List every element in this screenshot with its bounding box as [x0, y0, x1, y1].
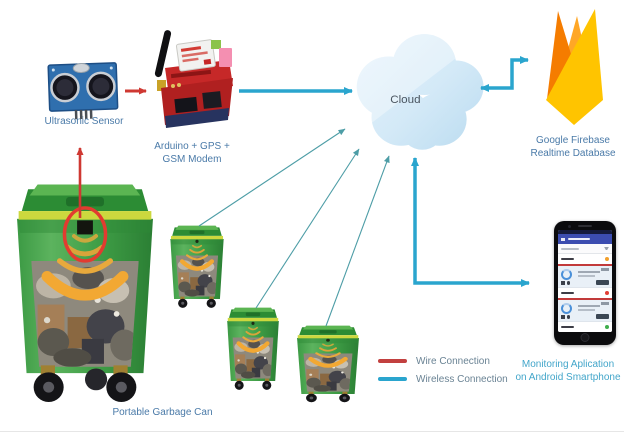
wire-connection-swatch: [378, 359, 407, 363]
garbage-can-small-graphic: [227, 307, 279, 390]
status-dot-red: [605, 291, 609, 295]
arduino-gsm-label: Arduino + GPS + GSM Modem: [136, 140, 248, 166]
garbage-can-graphic: [17, 184, 153, 402]
status-dot-orange: [605, 257, 609, 261]
lid-yellow-stripe: [297, 335, 359, 339]
status-dot-green: [605, 325, 609, 329]
phone-screen: [558, 230, 612, 332]
app-search-row: [558, 244, 612, 254]
wireless-line-can2-to-cloud: [255, 148, 360, 309]
phone-status-bar: [558, 230, 612, 234]
sensor-highlight-ellipse: [62, 206, 108, 263]
garbage-can-small-image: [166, 225, 228, 313]
wireless-arrow-cloud-smartphone: [411, 157, 530, 287]
bin-detail-card: [558, 300, 612, 322]
hamburger-icon: [561, 237, 565, 241]
firebase-icon: [546, 9, 603, 125]
wireless-connection-label: Wireless Connection: [416, 373, 508, 385]
garbage-can-small-image: [223, 307, 283, 395]
ultrasonic-sensor-icon: [47, 62, 119, 120]
arduino-gsm-icon: [154, 30, 233, 128]
phone-speaker: [578, 225, 592, 227]
smartphone-label-line1: Monitoring Aplication: [521, 359, 615, 370]
smartphone-label: Monitoring Aplication on Android Smartph…: [498, 358, 624, 384]
sensor-waves: [41, 234, 129, 301]
bin-row-header: [558, 322, 612, 332]
lid-yellow-stripe: [18, 211, 152, 220]
garbage-can-small-graphic: [170, 225, 224, 308]
location-icon: [566, 281, 570, 285]
bin-sensor: [77, 220, 93, 235]
wire-connection-label: Wire Connection: [416, 355, 490, 367]
bin-detail-card: [558, 266, 612, 288]
bin-row-header: [558, 288, 612, 300]
garbage-can-small-graphic: [297, 325, 359, 403]
details-chip: [596, 280, 609, 285]
legend-item-wire: Wire Connection: [378, 352, 508, 370]
lid-yellow-stripe: [170, 235, 224, 240]
fill-gauge-icon: [561, 303, 572, 314]
lid-yellow-stripe: [227, 317, 279, 322]
sensor-waves: [308, 343, 348, 368]
fill-gauge-icon: [561, 269, 572, 280]
wireless-line-can3-to-cloud: [325, 155, 390, 327]
details-chip: [596, 314, 609, 319]
sensor-waves: [179, 244, 215, 271]
bin-name-text: [561, 257, 574, 261]
phone-home-button: [580, 333, 590, 342]
smartphone-image: [554, 221, 616, 345]
ultrasonic-sensor-label: Ultrasonic Sensor: [44, 116, 124, 127]
app-title-text: [568, 237, 590, 241]
app-header-bar: [558, 234, 612, 244]
phone-camera: [568, 224, 571, 228]
firebase-label: Google Firebase Realtime Database: [512, 134, 624, 160]
garbage-can-small-image: [292, 325, 364, 407]
sensor-waves: [236, 326, 270, 353]
cloud-label: Cloud: [390, 94, 420, 106]
garbage-can-image: [6, 183, 164, 409]
search-text: [561, 247, 579, 250]
bin-row-header: [558, 254, 612, 266]
cloud-shape: Cloud: [356, 34, 484, 150]
arduino-gsm-label-line1: Arduino + GPS +: [154, 141, 230, 152]
arduino-gsm-label-line2: GSM Modem: [162, 154, 222, 165]
trash-icon: [561, 281, 565, 285]
legend: Wire Connection Wireless Connection: [378, 352, 508, 388]
firebase-label-line2: Realtime Database: [530, 148, 616, 159]
wireless-connection-swatch: [378, 377, 407, 381]
garbage-can-label: Portable Garbage Can: [112, 407, 213, 418]
filter-icon: [604, 246, 609, 251]
smartphone-label-line2: on Android Smartphone: [515, 372, 621, 383]
firebase-label-line1: Google Firebase: [536, 135, 610, 146]
legend-item-wireless: Wireless Connection: [378, 370, 508, 388]
